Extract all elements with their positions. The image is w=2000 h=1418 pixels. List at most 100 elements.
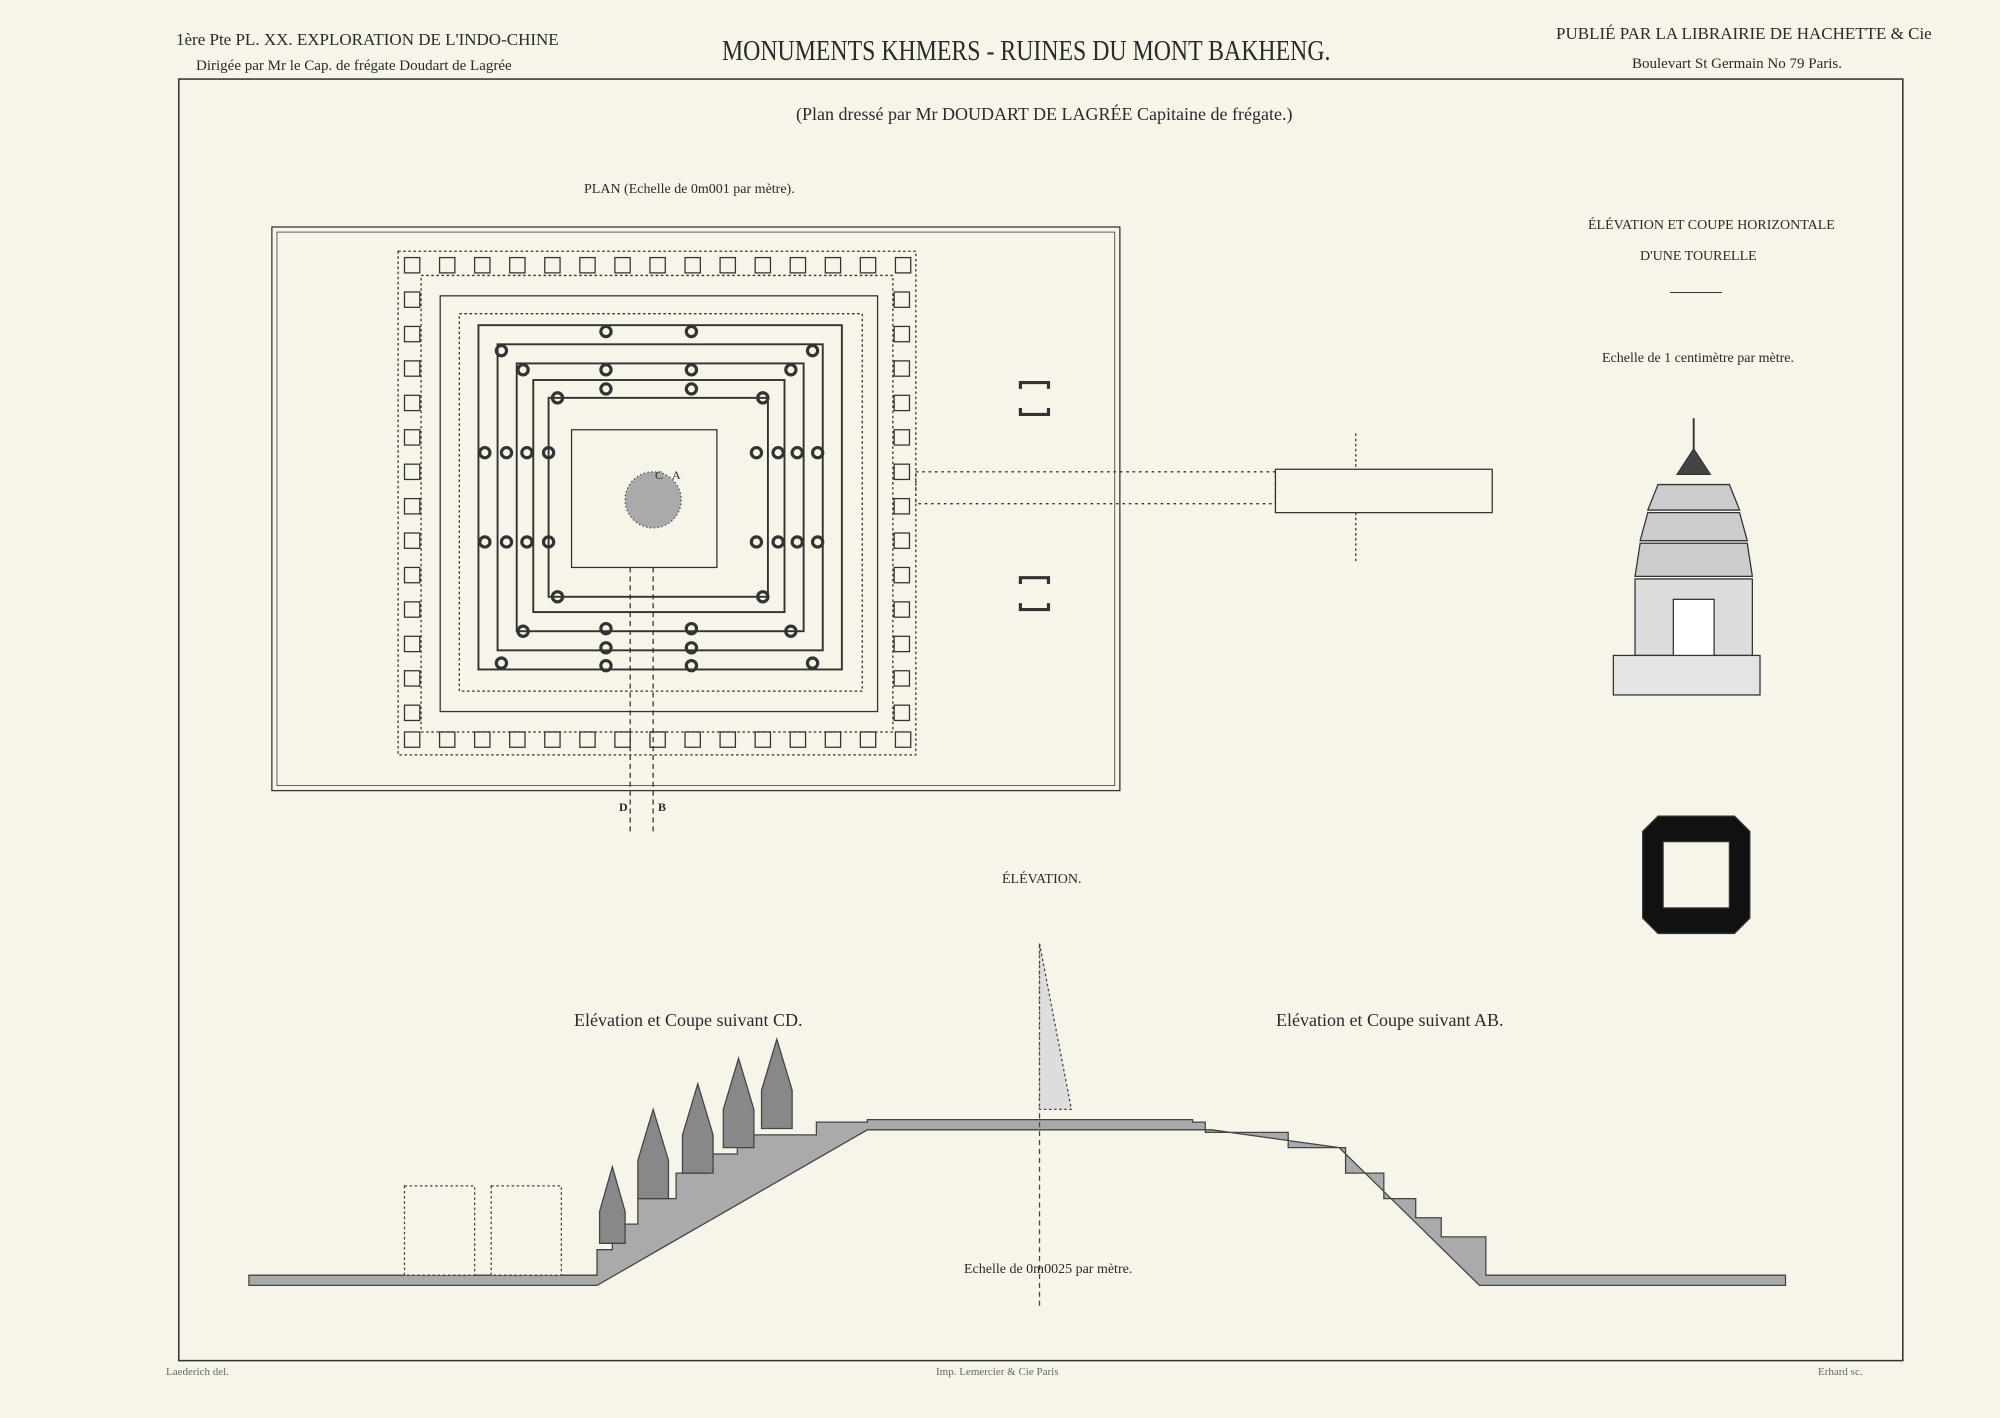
- caption-cd: Elévation et Coupe suivant CD.: [574, 1010, 803, 1030]
- shrine-cell: [893, 394, 911, 412]
- tower-base: [756, 590, 770, 604]
- shrine-cell: [403, 394, 421, 412]
- tower-base: [599, 658, 613, 673]
- terrace-outline: [477, 324, 843, 671]
- marker-a: A: [672, 468, 681, 482]
- tower-base: [478, 445, 492, 460]
- tower-base: [520, 445, 534, 460]
- shrine-cell: [473, 256, 491, 274]
- shrine-cell: [579, 731, 596, 748]
- marker-b: B: [658, 800, 667, 814]
- shrine-cell: [893, 704, 911, 722]
- tower-base: [784, 624, 798, 638]
- tower-base: [805, 343, 820, 358]
- shrine-cell: [824, 731, 842, 748]
- shrine-cell: [859, 731, 877, 748]
- tourelle-elevation: [1612, 418, 1761, 935]
- tower-base: [478, 535, 492, 549]
- footer-engraver: Erhard sc.: [1818, 1366, 1863, 1378]
- tower-base: [599, 324, 613, 339]
- caption-ab: Elévation et Coupe suivant AB.: [1276, 1010, 1504, 1030]
- tower-base: [541, 445, 556, 460]
- shrine-cell: [824, 256, 842, 274]
- shrine-cell: [614, 731, 631, 748]
- shrine-cell: [403, 532, 421, 549]
- tower-base: [810, 535, 825, 549]
- shrine-cell: [649, 731, 666, 748]
- tower-base: [810, 445, 825, 460]
- tower-base: [771, 535, 785, 549]
- tower-base: [516, 624, 530, 638]
- plan-credit: (Plan dressé par Mr DOUDART DE LAGRÉE Ca…: [796, 104, 1293, 124]
- shrine-cell: [893, 532, 911, 549]
- tower-base: [516, 363, 530, 377]
- header-publisher: PUBLIÉ PAR LA LIBRAIRIE DE HACHETTE & Ci…: [1556, 24, 1932, 43]
- shrine-cell: [403, 497, 421, 515]
- shrine-cell: [509, 256, 526, 274]
- tower-base: [749, 445, 764, 460]
- tower-base: [599, 382, 613, 396]
- shrine-cell: [509, 731, 526, 748]
- shrine-cell: [473, 731, 491, 748]
- shrine-cell: [684, 731, 701, 748]
- shrine-cell: [403, 635, 421, 653]
- shrine-cell: [754, 731, 772, 748]
- shrine-cell: [893, 670, 911, 687]
- shrine-cell: [893, 635, 911, 653]
- tourelle-scale: Echelle de 1 centimètre par mètre.: [1602, 351, 1795, 366]
- tower-base: [749, 535, 764, 549]
- tower-base: [599, 621, 613, 636]
- shrine-cell: [719, 731, 737, 748]
- tourelle-title-2: D'UNE TOURELLE: [1640, 249, 1757, 264]
- shrine-cell: [438, 731, 456, 748]
- shrine-cell: [403, 463, 421, 481]
- terrace-outline: [515, 362, 805, 633]
- tower-base: [684, 382, 699, 396]
- marker-c: C: [655, 468, 664, 482]
- shrine-cell: [894, 731, 912, 748]
- terrace-outline: [496, 343, 824, 652]
- ornament-divider: [1670, 292, 1722, 293]
- shrine-cell: [893, 497, 911, 515]
- shrine-cell: [403, 566, 421, 584]
- tower-base: [684, 363, 699, 377]
- shrine-cell: [719, 256, 737, 274]
- tower-base: [550, 391, 565, 405]
- shrine-cell: [403, 601, 421, 618]
- plate-frame: [178, 78, 1904, 1362]
- shrine-cell: [579, 256, 596, 274]
- tower-base: [499, 535, 514, 549]
- tower-base: [684, 641, 699, 655]
- shrine-cell: [893, 463, 911, 481]
- shrine-cell: [403, 360, 421, 377]
- tower-base: [784, 363, 798, 377]
- shrine-cell: [403, 670, 421, 687]
- shrine-cell: [403, 704, 421, 722]
- site-plan: [271, 226, 1493, 836]
- elevation-scale: Echelle de 0m0025 par mètre.: [964, 1262, 1133, 1277]
- tower-base: [541, 535, 556, 549]
- shrine-cell: [893, 291, 911, 308]
- shrine-cell: [789, 256, 807, 274]
- tower-base: [790, 535, 804, 549]
- shrine-cell: [403, 291, 421, 308]
- footer-printer: Imp. Lemercier & Cie Paris: [936, 1366, 1059, 1378]
- tower-base: [599, 363, 613, 377]
- shrine-cell: [893, 429, 911, 446]
- shrine-cell: [403, 325, 421, 343]
- plan-label: PLAN (Echelle de 0m001 par mètre).: [584, 182, 795, 197]
- header-address: Boulevart St Germain No 79 Paris.: [1632, 56, 1842, 72]
- tower-base: [599, 641, 613, 655]
- shrine-cell: [684, 256, 701, 274]
- shrine-cell: [789, 731, 807, 748]
- tower-base: [805, 656, 820, 670]
- elevation-section: [248, 943, 1787, 1308]
- shrine-cell: [893, 601, 911, 618]
- tower-base: [550, 590, 565, 604]
- terrace-outline: [547, 396, 769, 598]
- tower-base: [494, 656, 509, 670]
- elevation-title: ÉLÉVATION.: [1002, 872, 1082, 887]
- page-title: MONUMENTS KHMERS - RUINES DU MONT BAKHEN…: [722, 36, 1331, 67]
- shrine-cell: [893, 566, 911, 584]
